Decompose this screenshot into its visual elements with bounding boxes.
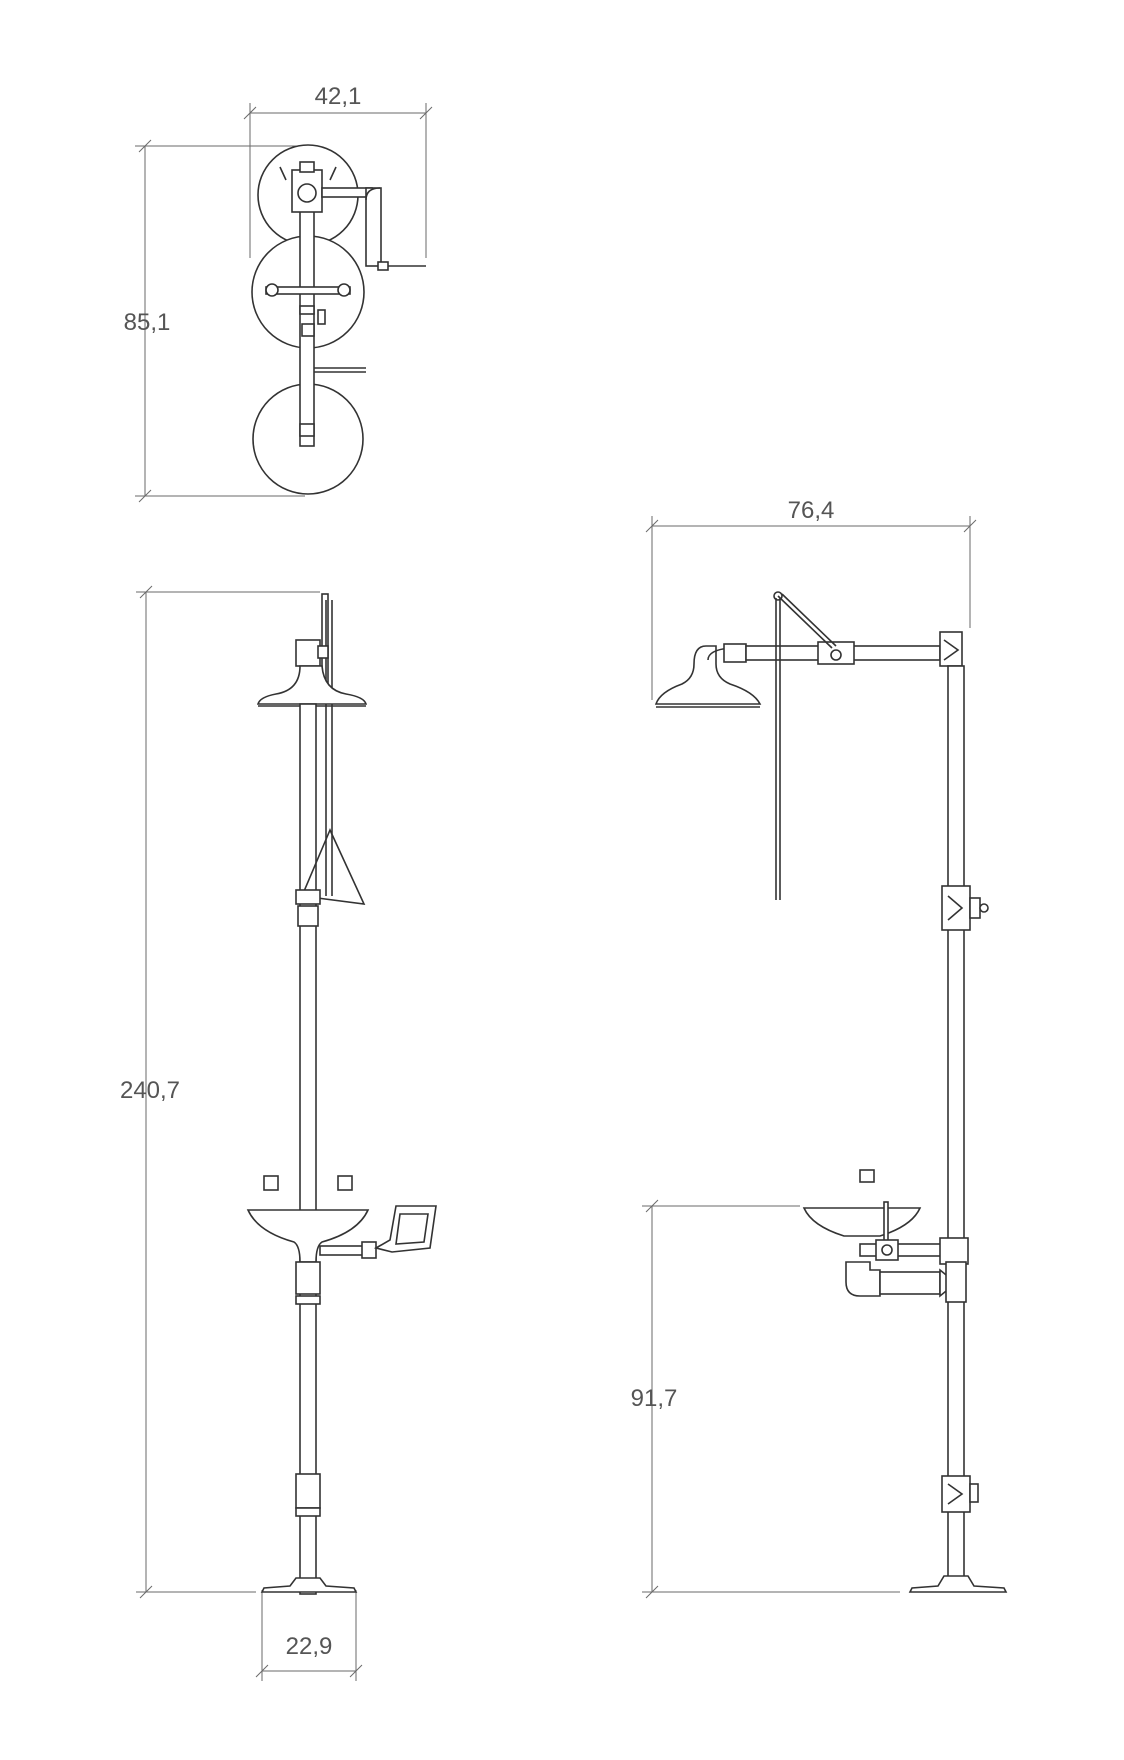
- dimension-front-height: 240,7: [120, 585, 320, 1599]
- dimension-basin-height: 91,7: [631, 1199, 900, 1599]
- dimension-top-depth: 85,1: [124, 139, 305, 503]
- label-top-width: 42,1: [315, 83, 362, 110]
- label-side-width: 76,4: [788, 497, 835, 524]
- label-basin-height: 91,7: [631, 1385, 678, 1412]
- dimension-side-width: 76,4: [645, 497, 977, 700]
- label-top-depth: 85,1: [124, 309, 171, 336]
- front-view: 240,7 22,9: [120, 585, 437, 1681]
- top-view: 42,1 85,1: [124, 83, 433, 503]
- dimension-base-width: 22,9: [255, 1590, 363, 1681]
- label-base-width: 22,9: [286, 1633, 333, 1660]
- dimension-top-width: 42,1: [243, 83, 433, 258]
- label-front-height: 240,7: [120, 1077, 180, 1104]
- side-view: 76,4 91,7: [631, 497, 1008, 1599]
